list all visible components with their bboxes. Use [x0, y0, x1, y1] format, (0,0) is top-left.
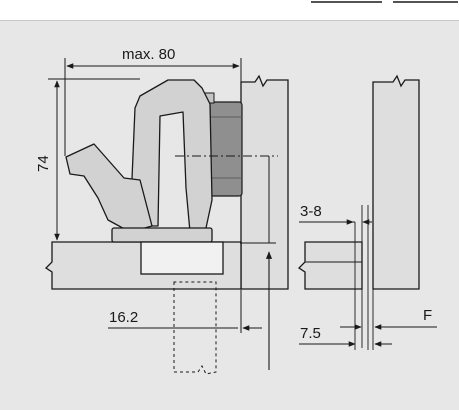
hinge-cup — [140, 241, 224, 275]
gap-range-label: 3-8 — [300, 203, 322, 220]
overlay-label: F — [423, 307, 432, 324]
height-label: 74 — [35, 155, 52, 172]
cabinet-side-panel — [240, 74, 289, 290]
door-panel-right — [297, 241, 363, 290]
offset-label: 16.2 — [109, 309, 138, 326]
width-max-label: max. 80 — [122, 46, 175, 63]
distance-label: 7.5 — [300, 325, 321, 342]
top-white-band — [0, 0, 459, 20]
hinge-cup-base — [111, 227, 213, 243]
side-panel-right — [372, 74, 420, 290]
